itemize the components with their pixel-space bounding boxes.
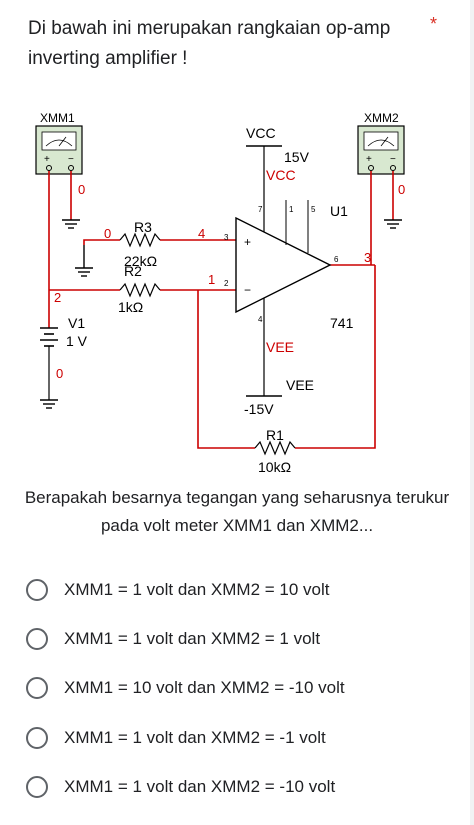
option-label: XMM1 = 1 volt dan XMM2 = 1 volt — [64, 629, 321, 648]
wires — [48, 171, 394, 449]
u1-label: U1 — [330, 203, 348, 219]
r2-resistor — [119, 282, 161, 298]
svg-text:5: 5 — [311, 205, 316, 214]
radio-button[interactable] — [26, 628, 48, 650]
xmm1-label: XMM1 — [40, 111, 75, 125]
option-1[interactable]: XMM1 = 1 volt dan XMM2 = 10 volt — [22, 570, 330, 610]
radio-button[interactable] — [26, 579, 48, 601]
option-label: XMM1 = 10 volt dan XMM2 = -10 volt — [64, 678, 345, 697]
vee-label: VEE — [266, 339, 294, 355]
r3-name: R3 — [134, 219, 152, 235]
r1-resistor — [254, 440, 296, 456]
r1-name: R1 — [266, 427, 284, 443]
opamp-symbol — [235, 216, 332, 314]
question-prompt: Berapakah besarnya tegangan yang seharus… — [24, 488, 450, 535]
r3-resistor — [119, 232, 161, 248]
v1-name: V1 — [68, 315, 85, 331]
svg-text:6: 6 — [334, 255, 339, 264]
svg-text:3: 3 — [224, 233, 229, 242]
vcc-value: 15V — [284, 149, 310, 165]
svg-text:0: 0 — [56, 366, 63, 381]
svg-text:7: 7 — [258, 205, 263, 214]
xmm1-minus: − — [68, 154, 74, 165]
option-2[interactable]: XMM1 = 1 volt dan XMM2 = 1 volt — [22, 619, 320, 659]
xmm2-label: XMM2 — [364, 111, 399, 125]
option-label: XMM1 = 1 volt dan XMM2 = -1 volt — [64, 728, 326, 747]
r2-name: R2 — [124, 263, 142, 279]
radio-button[interactable] — [26, 727, 48, 749]
svg-text:0: 0 — [78, 182, 85, 197]
ground-symbols — [40, 219, 402, 409]
svg-text:1: 1 — [289, 205, 294, 214]
circuit-diagram: XMM1 + − XMM2 + − — [35, 111, 405, 475]
svg-text:1: 1 — [208, 272, 215, 287]
vee-bottom-label: VEE — [286, 377, 314, 393]
svg-text:2: 2 — [54, 290, 61, 305]
v1-value: 1 V — [66, 333, 88, 349]
option-label: XMM1 = 1 volt dan XMM2 = -10 volt — [64, 777, 336, 796]
r3-value: 22kΩ — [124, 253, 157, 269]
svg-text:0: 0 — [398, 182, 405, 197]
vcc-label: VCC — [266, 167, 296, 183]
radio-button[interactable] — [26, 776, 48, 798]
opamp-plus: + — [244, 235, 251, 249]
option-4[interactable]: XMM1 = 1 volt dan XMM2 = -1 volt — [22, 718, 326, 758]
r1-value: 10kΩ — [258, 459, 291, 475]
option-5[interactable]: XMM1 = 1 volt dan XMM2 = -10 volt — [22, 767, 335, 807]
opamp-minus: − — [244, 283, 251, 297]
radio-button[interactable] — [26, 677, 48, 699]
xmm2-plus: + — [366, 154, 372, 165]
option-label: XMM1 = 1 volt dan XMM2 = 10 volt — [64, 580, 330, 599]
required-asterisk: * — [430, 14, 438, 34]
vee-value: -15V — [244, 401, 274, 417]
xmm1-plus: + — [44, 154, 50, 165]
scrollbar-track[interactable] — [470, 0, 474, 825]
option-3[interactable]: XMM1 = 10 volt dan XMM2 = -10 volt — [22, 668, 345, 708]
question-title: Di bawah ini merupakan rangkaian op-amp … — [28, 18, 391, 69]
svg-text:4: 4 — [258, 315, 263, 324]
svg-text:0: 0 — [104, 226, 111, 241]
opamp-model: 741 — [330, 315, 354, 331]
r2-value: 1kΩ — [118, 299, 143, 315]
svg-text:2: 2 — [224, 279, 229, 288]
xmm2-minus: − — [390, 154, 396, 165]
svg-text:3: 3 — [364, 250, 371, 265]
svg-text:4: 4 — [198, 226, 205, 241]
vcc-top-label: VCC — [246, 125, 276, 141]
